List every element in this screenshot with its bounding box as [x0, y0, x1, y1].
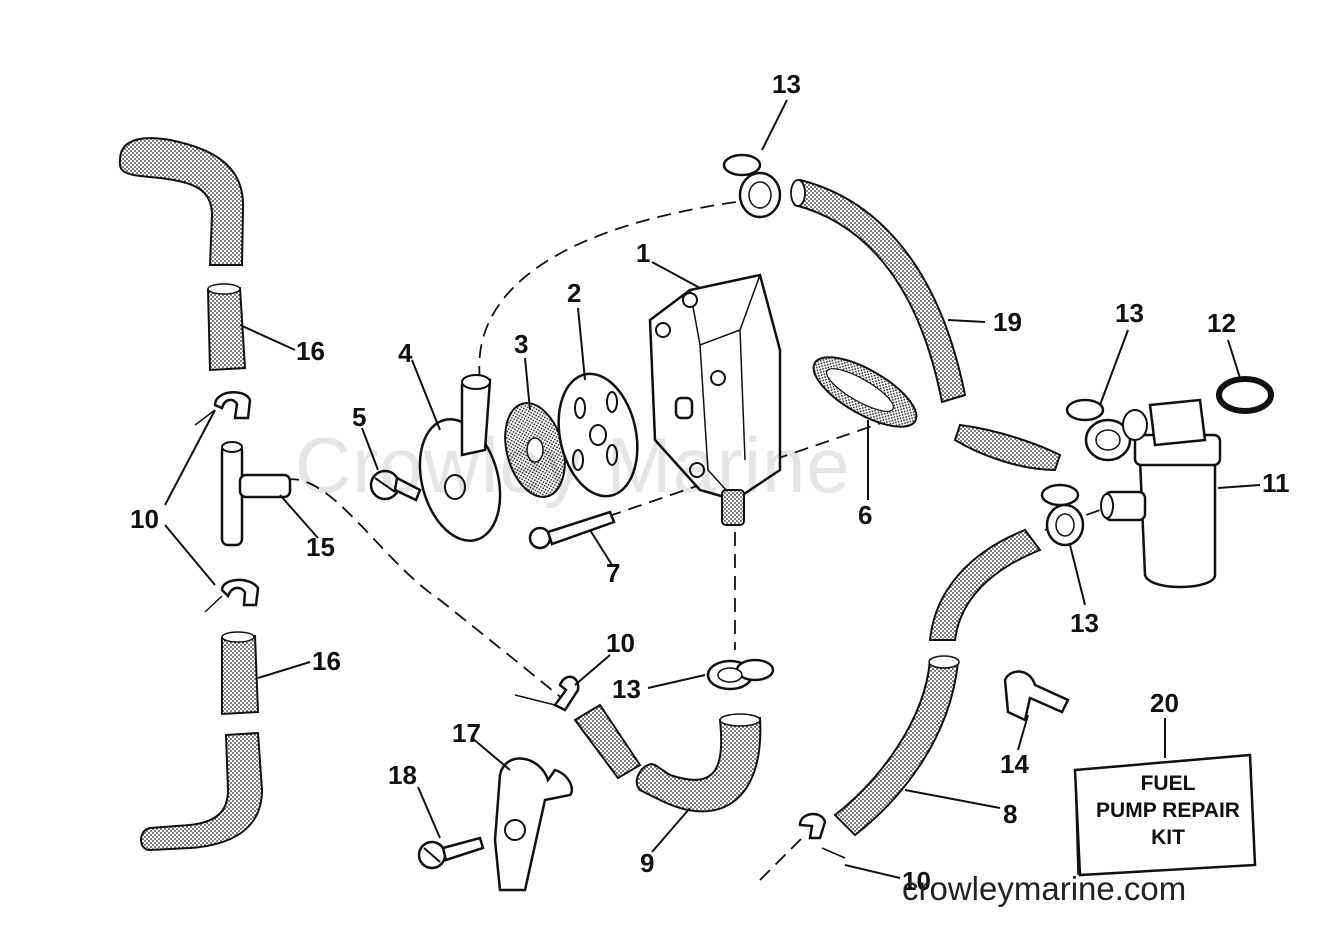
callout-10-left: 10	[130, 504, 159, 534]
callout-9: 9	[640, 848, 654, 878]
o-ring-12	[1216, 376, 1274, 414]
hose-8	[833, 655, 960, 837]
kit-label-line-3: KIT	[1151, 826, 1185, 849]
callout-13-top: 13	[772, 69, 801, 99]
callout-16-lower: 16	[312, 646, 341, 676]
callout-13-right: 13	[1115, 298, 1144, 328]
callout-13-bottom: 13	[612, 674, 641, 704]
pump-body-1	[648, 273, 782, 526]
gasket-6	[812, 356, 918, 428]
callout-10-middle: 10	[606, 628, 635, 658]
clip-10-bottom	[798, 812, 846, 859]
callout-4: 4	[398, 338, 413, 368]
callout-numbers: 1 2 3 4 5 6 7 8 9 10 10 10 11 12 13 13 1…	[130, 69, 1290, 896]
clamp-13-bottom	[706, 658, 775, 691]
repair-kit-box-20	[1073, 753, 1257, 877]
callout-8: 8	[1003, 799, 1017, 829]
callout-14: 14	[1000, 749, 1029, 779]
clip-10-upper	[194, 391, 252, 426]
callout-6: 6	[858, 500, 872, 530]
hose-16-lower	[140, 631, 264, 852]
bracket-17	[493, 757, 574, 892]
screen-3	[504, 402, 566, 498]
callout-2: 2	[567, 278, 581, 308]
callout-5: 5	[352, 402, 366, 432]
callout-19: 19	[993, 307, 1022, 337]
kit-label-line-1: FUEL	[1141, 772, 1196, 795]
callout-17: 17	[452, 718, 481, 748]
website-url[interactable]: crowleymarine.com	[902, 870, 1187, 907]
screw-18	[417, 836, 485, 870]
callout-1: 1	[636, 238, 650, 268]
callout-20: 20	[1150, 688, 1179, 718]
callout-7: 7	[606, 558, 620, 588]
clamp-13-top	[722, 153, 782, 219]
screw-5	[369, 469, 422, 502]
clamp-13-right	[1065, 398, 1132, 462]
callout-12: 12	[1207, 308, 1236, 338]
callout-16-upper: 16	[296, 336, 325, 366]
kit-label-line-2: PUMP REPAIR	[1096, 799, 1240, 822]
hose-19	[790, 178, 1062, 472]
callout-11: 11	[1262, 468, 1290, 498]
watermark-text: Crowley Marine	[295, 421, 851, 509]
leader-lines	[164, 99, 1261, 879]
pump-cover-4	[418, 374, 502, 542]
hose-9	[573, 703, 762, 813]
callout-15: 15	[306, 532, 335, 562]
screw-7	[528, 510, 616, 550]
tee-fitting-15	[220, 441, 292, 547]
callout-3: 3	[514, 329, 528, 359]
clamp-13-lower-right	[1040, 483, 1085, 547]
fuel-filter-11	[1100, 398, 1222, 589]
clip-14	[1003, 670, 1070, 722]
callout-13-lower-right: 13	[1070, 608, 1099, 638]
clip-10-lower	[204, 578, 260, 613]
callout-18: 18	[388, 760, 417, 790]
callout-10-bottom: 10	[902, 866, 931, 896]
hose-segment-right	[928, 528, 1042, 641]
hose-16-upper	[118, 137, 247, 372]
clip-10-middle	[514, 675, 580, 712]
